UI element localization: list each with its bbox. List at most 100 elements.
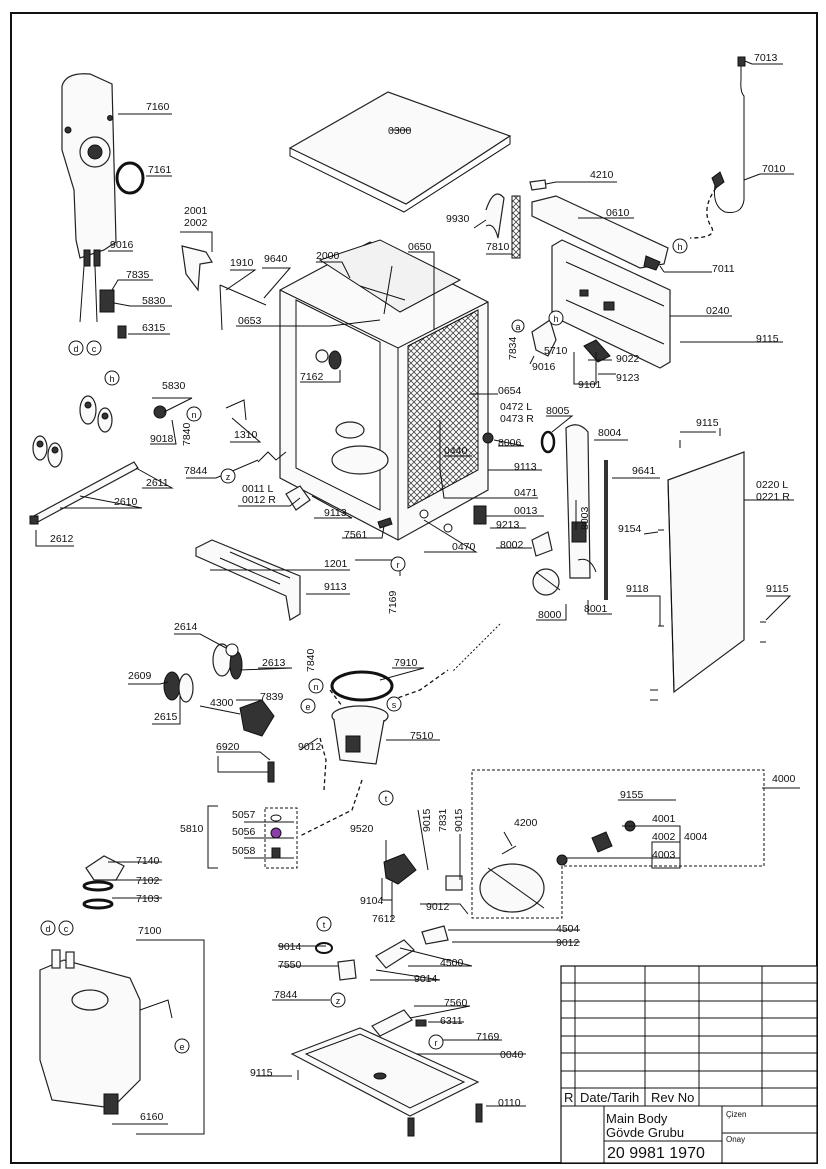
part-label: 7840 — [181, 422, 193, 446]
sheet-border — [10, 12, 818, 1164]
part-label: 7561 — [344, 529, 368, 541]
part-label: 2611 — [146, 477, 169, 489]
part-label: 1201 — [324, 558, 348, 570]
part-label: 7011 — [712, 263, 735, 275]
callout-e1: e — [300, 698, 316, 714]
part-label: 7834 — [507, 336, 519, 360]
part-label: 0012 R — [242, 494, 276, 506]
part-label: 2610 — [114, 496, 138, 508]
part-label: 7840 — [305, 648, 317, 672]
svg-text:n: n — [313, 682, 318, 692]
svg-text:h: h — [553, 314, 558, 324]
part-label: 0610 — [606, 207, 630, 219]
part-label: 7910 — [394, 657, 418, 669]
part-label: 7831 — [437, 808, 449, 832]
part-label: 0110 — [498, 1097, 521, 1109]
callout-c2: c — [58, 920, 74, 936]
part-label: 0040 — [500, 1049, 524, 1061]
part-label: 0471 — [514, 487, 538, 499]
drawing-title-en: Main Body — [606, 1111, 668, 1126]
part-label: 4504 — [556, 923, 580, 935]
callout-circles: d c h h a h n z r n e s t d c e t z r — [40, 238, 688, 1054]
part-label: 2613 — [262, 657, 286, 669]
part-label: 7102 — [136, 875, 160, 887]
svg-text:r: r — [435, 1038, 438, 1048]
svg-text:d: d — [73, 344, 78, 354]
part-label: 2001 — [184, 205, 208, 217]
svg-text:t: t — [323, 920, 326, 930]
svg-text:d: d — [45, 924, 50, 934]
part-label: 6160 — [140, 1111, 164, 1123]
part-label: 5056 — [232, 826, 256, 838]
part-label: 0011 L — [242, 483, 273, 495]
part-label: 9154 — [618, 523, 642, 535]
svg-text:n: n — [191, 410, 196, 420]
part-label: 9015 — [453, 808, 465, 832]
svg-text:h: h — [109, 374, 114, 384]
part-label: 2615 — [154, 711, 178, 723]
part-label: 4002 — [652, 831, 676, 843]
callout-h2: h — [672, 238, 688, 254]
part-label: 8002 — [500, 539, 524, 551]
part-label: 9115 — [696, 417, 719, 429]
part-label: 4003 — [652, 849, 676, 861]
title-block: R Date/Tarih Rev No Main Body Gövde Grub… — [560, 965, 818, 1164]
callout-d2: d — [40, 920, 56, 936]
callout-t2: t — [316, 916, 332, 932]
part-label: 7560 — [444, 997, 468, 1009]
drawing-number: 20 9981 1970 — [607, 1145, 705, 1162]
callout-r1: r — [390, 556, 406, 572]
part-label: 9113 — [514, 461, 537, 473]
part-label: 4000 — [772, 773, 796, 785]
svg-text:z: z — [336, 996, 341, 1006]
part-label: 7835 — [126, 269, 150, 281]
rev-no-label: Rev No — [651, 1090, 694, 1105]
part-label: 9016 — [110, 239, 134, 251]
part-label: 8000 — [538, 609, 562, 621]
date-label: Date/Tarih — [580, 1090, 639, 1105]
part-label: 0473 R — [500, 413, 534, 425]
part-label: 7169 — [476, 1031, 500, 1043]
part-label: 9012 — [426, 901, 450, 913]
part-label: 0221 R — [756, 491, 790, 503]
drawn-by-label: Çizen — [726, 1110, 746, 1119]
part-label: 8006 — [498, 437, 522, 449]
part-label: 7161 — [148, 164, 172, 176]
svg-text:z: z — [226, 472, 231, 482]
part-label: 6311 — [440, 1015, 463, 1027]
part-label: 5810 — [180, 823, 204, 835]
part-label: 9930 — [446, 213, 470, 225]
part-labels: 7013 7010 7160 7161 0300 4210 9930 0610 … — [50, 52, 796, 1123]
svg-text:s: s — [392, 700, 397, 710]
leader-lines — [35, 60, 800, 1135]
svg-text:t: t — [385, 794, 388, 804]
part-label: 7013 — [754, 52, 778, 64]
callout-r2: r — [428, 1034, 444, 1050]
part-label: 7100 — [138, 925, 162, 937]
part-label: 9118 — [626, 583, 649, 595]
part-label: 4200 — [514, 817, 538, 829]
callout-z1: z — [220, 468, 236, 484]
part-label: 0653 — [238, 315, 262, 327]
callout-z2: z — [330, 992, 346, 1008]
part-label: 0220 L — [756, 479, 788, 491]
part-label: 7612 — [372, 913, 396, 925]
part-label: 7810 — [486, 241, 510, 253]
part-label: 7162 — [300, 371, 324, 383]
part-label: 9115 — [766, 583, 789, 595]
part-label: 5830 — [142, 295, 166, 307]
part-label: 9115 — [250, 1067, 273, 1079]
part-label: 0300 — [388, 125, 412, 137]
callout-n2: n — [308, 678, 324, 694]
part-label: 7550 — [278, 959, 302, 971]
part-label: 9113 — [324, 581, 347, 593]
part-label: 7169 — [387, 590, 399, 614]
part-label: 9022 — [616, 353, 640, 365]
part-label: 5830 — [162, 380, 186, 392]
part-label: 8001 — [584, 603, 608, 615]
part-label: 5057 — [232, 809, 256, 821]
part-label: 4210 — [590, 169, 614, 181]
part-label: 0650 — [408, 241, 432, 253]
part-label: 7010 — [762, 163, 786, 175]
